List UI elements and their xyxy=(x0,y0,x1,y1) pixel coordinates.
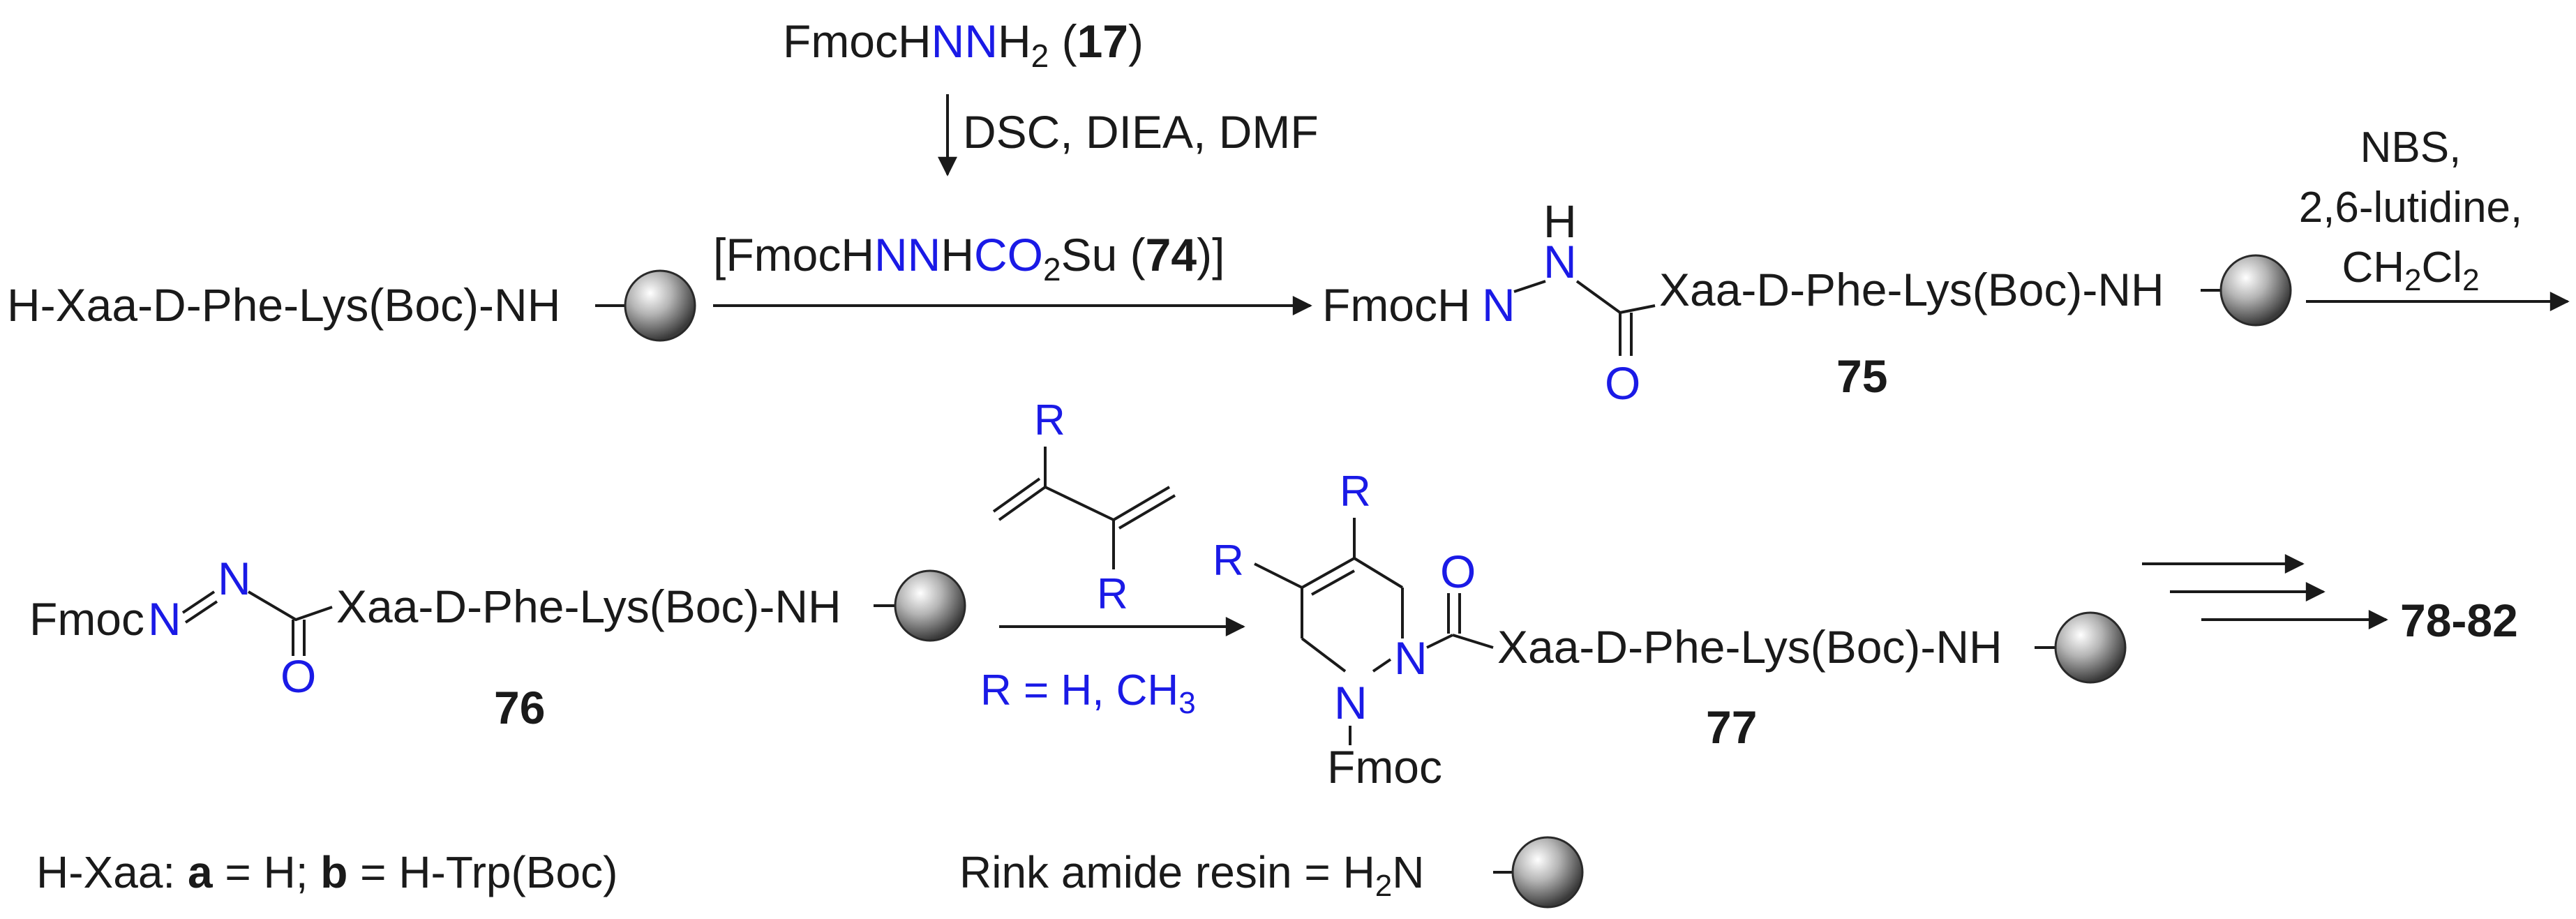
svg-text:H-Xaa: a = H; b = H-Trp(Boc): H-Xaa: a = H; b = H-Trp(Boc) xyxy=(36,847,617,897)
svg-text:2,6-lutidine,: 2,6-lutidine, xyxy=(2299,184,2523,232)
svg-text:R: R xyxy=(1213,537,1244,585)
footnote-xaa: H-Xaa: a = H; b = H-Trp(Boc) xyxy=(36,847,617,897)
svg-text:N: N xyxy=(1334,677,1368,729)
svg-text:N: N xyxy=(1394,632,1428,684)
svg-text:Xaa-D-Phe-Lys(Boc)-NH: Xaa-D-Phe-Lys(Boc)-NH xyxy=(336,581,841,632)
resin-bead-icon xyxy=(2054,611,2127,684)
svg-text:Xaa-D-Phe-Lys(Boc)-NH: Xaa-D-Phe-Lys(Boc)-NH xyxy=(1497,621,2002,673)
step2-conditions: NBS, 2,6-lutidine, CH2Cl2 xyxy=(2299,124,2523,297)
svg-text:[FmocHNNHCO2Su (74)]: [FmocHNNHCO2Su (74)] xyxy=(713,229,1225,287)
compound-77: R R N N Fmoc O Xaa-D-Phe-Lys(Boc)-NH 77 xyxy=(1213,468,2127,793)
svg-text:Xaa-D-Phe-Lys(Boc)-NH: Xaa-D-Phe-Lys(Boc)-NH xyxy=(1659,264,2164,315)
compound-76-label: 76 xyxy=(494,682,545,733)
svg-text:Fmoc: Fmoc xyxy=(1327,741,1442,793)
compound-77-label: 77 xyxy=(1706,701,1757,753)
svg-text:R: R xyxy=(1340,468,1371,516)
svg-text:FmocHNNH2 (17): FmocHNNH2 (17) xyxy=(783,15,1144,74)
svg-text:FmocH: FmocH xyxy=(1322,279,1471,331)
footnote-resin: Rink amide resin = H2N xyxy=(959,836,1584,909)
step1-conditions: DSC, DIEA, DMF xyxy=(963,106,1319,158)
svg-text:N: N xyxy=(148,593,181,645)
svg-text:N: N xyxy=(1543,236,1577,287)
svg-text:R: R xyxy=(1034,396,1065,444)
final-products: 78-82 xyxy=(2400,595,2518,646)
start-material: H-Xaa-D-Phe-Lys(Boc)-NH xyxy=(7,279,560,331)
diene-reagent: R R xyxy=(992,396,1176,618)
svg-text:R: R xyxy=(1097,570,1128,618)
resin-bead-icon xyxy=(1511,836,1584,909)
compound-75-label: 75 xyxy=(1836,350,1887,402)
compound-75: FmocH N H N O Xaa-D-Phe-Lys(Boc)-NH 75 xyxy=(1322,195,2292,409)
intermediate-74: [FmocHNNHCO2Su (74)] xyxy=(713,229,1225,287)
svg-text:N: N xyxy=(218,553,251,604)
resin-bead-icon xyxy=(2219,254,2292,327)
reagent-17: FmocHNNH2 (17) xyxy=(783,15,1144,74)
resin-bead-icon xyxy=(624,269,696,342)
svg-text:N: N xyxy=(1482,279,1515,331)
svg-text:NBS,: NBS, xyxy=(2360,124,2462,172)
svg-text:Fmoc: Fmoc xyxy=(29,593,144,645)
svg-text:CH2Cl2: CH2Cl2 xyxy=(2342,244,2479,297)
svg-text:O: O xyxy=(280,650,316,702)
svg-text:O: O xyxy=(1605,357,1640,409)
svg-text:O: O xyxy=(1440,546,1476,597)
resin-bead-icon xyxy=(894,569,966,642)
compound-76: Fmoc N N O Xaa-D-Phe-Lys(Boc)-NH 76 xyxy=(29,553,966,733)
svg-text:H: H xyxy=(1543,195,1577,247)
svg-text:Rink amide resin = H2N: Rink amide resin = H2N xyxy=(959,847,1424,903)
r-definition: R = H, CH3 xyxy=(980,666,1196,720)
